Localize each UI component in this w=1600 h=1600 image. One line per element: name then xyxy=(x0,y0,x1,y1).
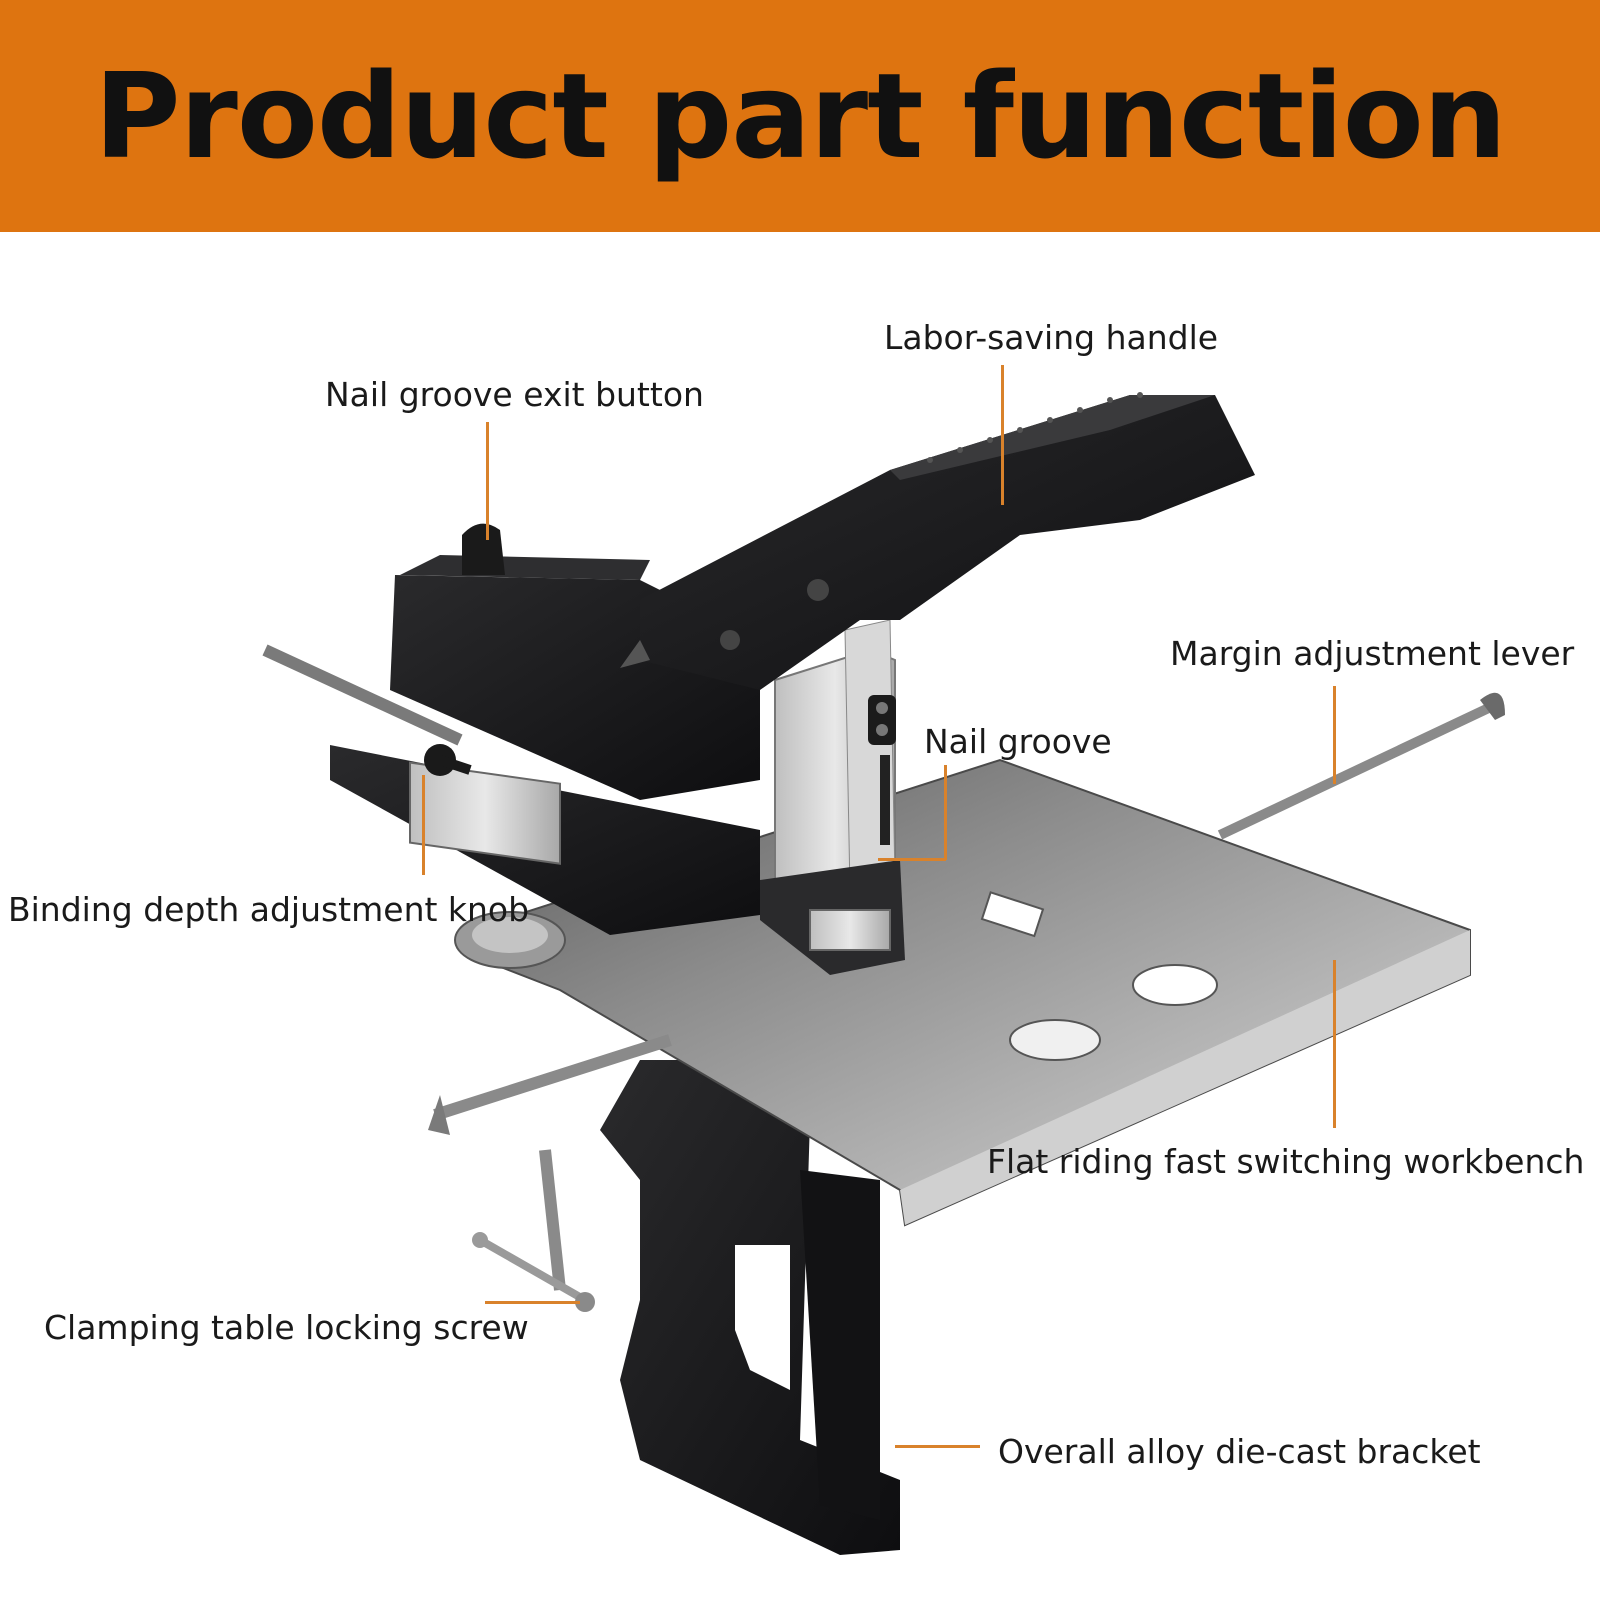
callout-workbench: Flat riding fast switching workbench xyxy=(987,1142,1585,1181)
alloy-bracket xyxy=(600,1060,900,1555)
callout-clamping-table-locking-screw: Clamping table locking screw xyxy=(44,1308,529,1347)
labor-saving-handle-shape xyxy=(620,392,1255,690)
leader-nail-groove-vertical xyxy=(944,765,947,860)
callout-nail-groove: Nail groove xyxy=(924,722,1112,761)
callout-binding-depth-adjustment-knob: Binding depth adjustment knob xyxy=(8,890,530,929)
side-rail xyxy=(262,644,760,935)
header-banner: Product part function xyxy=(0,0,1600,232)
leader-nail-groove-horizontal xyxy=(878,858,946,861)
margin-lever xyxy=(428,692,1505,1135)
nail-groove-block xyxy=(760,860,905,975)
leader-bracket xyxy=(895,1445,980,1448)
header-background xyxy=(0,0,1600,232)
callout-margin-adjustment-lever: Margin adjustment lever xyxy=(1170,634,1575,673)
leader-margin-adjustment-lever xyxy=(1333,686,1336,784)
callout-overall-bracket: Overall alloy die-cast bracket xyxy=(998,1432,1481,1471)
callout-labor-saving-handle: Labor-saving handle xyxy=(884,318,1219,357)
leader-nail-groove-exit-button xyxy=(486,422,489,540)
leader-workbench xyxy=(1333,960,1336,1128)
callout-nail-groove-exit-button: Nail groove exit button xyxy=(325,375,704,414)
leader-labor-saving-handle xyxy=(1001,365,1004,505)
page-title: Product part function xyxy=(94,47,1507,185)
leader-clamping-screw xyxy=(485,1301,580,1304)
leader-binding-depth-knob xyxy=(422,775,425,875)
clamp-screw xyxy=(472,1149,595,1312)
